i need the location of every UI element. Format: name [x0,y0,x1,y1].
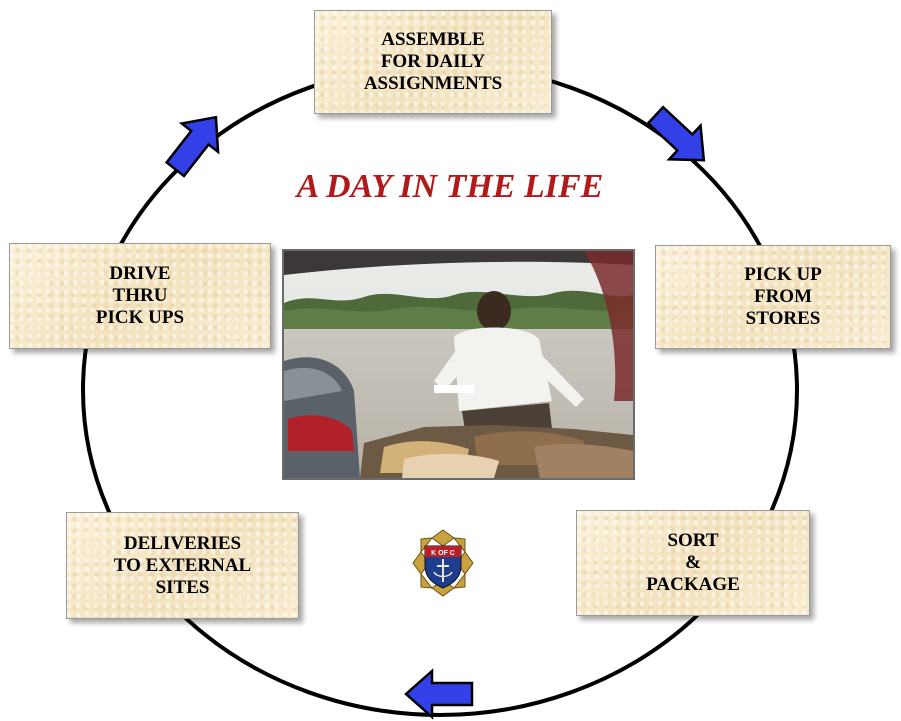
step-pick-up-line-1: PICK UP [744,264,822,285]
step-assemble: ASSEMBLE FOR DAILY ASSIGNMENTS [314,10,552,114]
diagram-title: A DAY IN THE LIFE [296,168,604,205]
step-deliveries-line-3: SITES [155,576,210,598]
step-pick-up-line-2: FROM [753,286,813,307]
step-drive-line-2: THRU [112,285,168,306]
step-drive-line-1: DRIVE [109,263,171,284]
step-assemble-line-2: FOR DAILY [380,51,486,72]
knights-of-columbus-emblem-icon: K OF C [412,529,474,597]
step-sort-line-3: PACKAGE [646,574,740,595]
step-pick-up-line-3: STORES [745,308,821,329]
photo-illustration [284,251,633,478]
step-sort-line-1: SORT [667,530,719,551]
arrow-left-icon [404,668,474,720]
volunteer-photo [282,249,635,480]
step-deliveries-line-2: TO EXTERNAL [113,554,252,576]
emblem-letters: K OF C [431,550,455,557]
arrow-up-right-icon [164,115,220,178]
step-drive-line-3: PICK UPS [95,307,185,328]
arrow-down-right-icon [646,105,706,162]
step-assemble-line-1: ASSEMBLE [381,29,485,50]
step-pick-up: PICK UP FROM STORES [655,245,891,349]
step-assemble-line-3: ASSIGNMENTS [363,73,503,94]
step-sort-line-2: & [685,552,701,573]
step-deliveries: DELIVERIES TO EXTERNAL SITES [66,512,299,619]
step-deliveries-line-1: DELIVERIES [123,532,242,554]
step-drive-thru: DRIVE THRU PICK UPS [9,243,271,349]
step-sort-package: SORT & PACKAGE [576,510,810,616]
